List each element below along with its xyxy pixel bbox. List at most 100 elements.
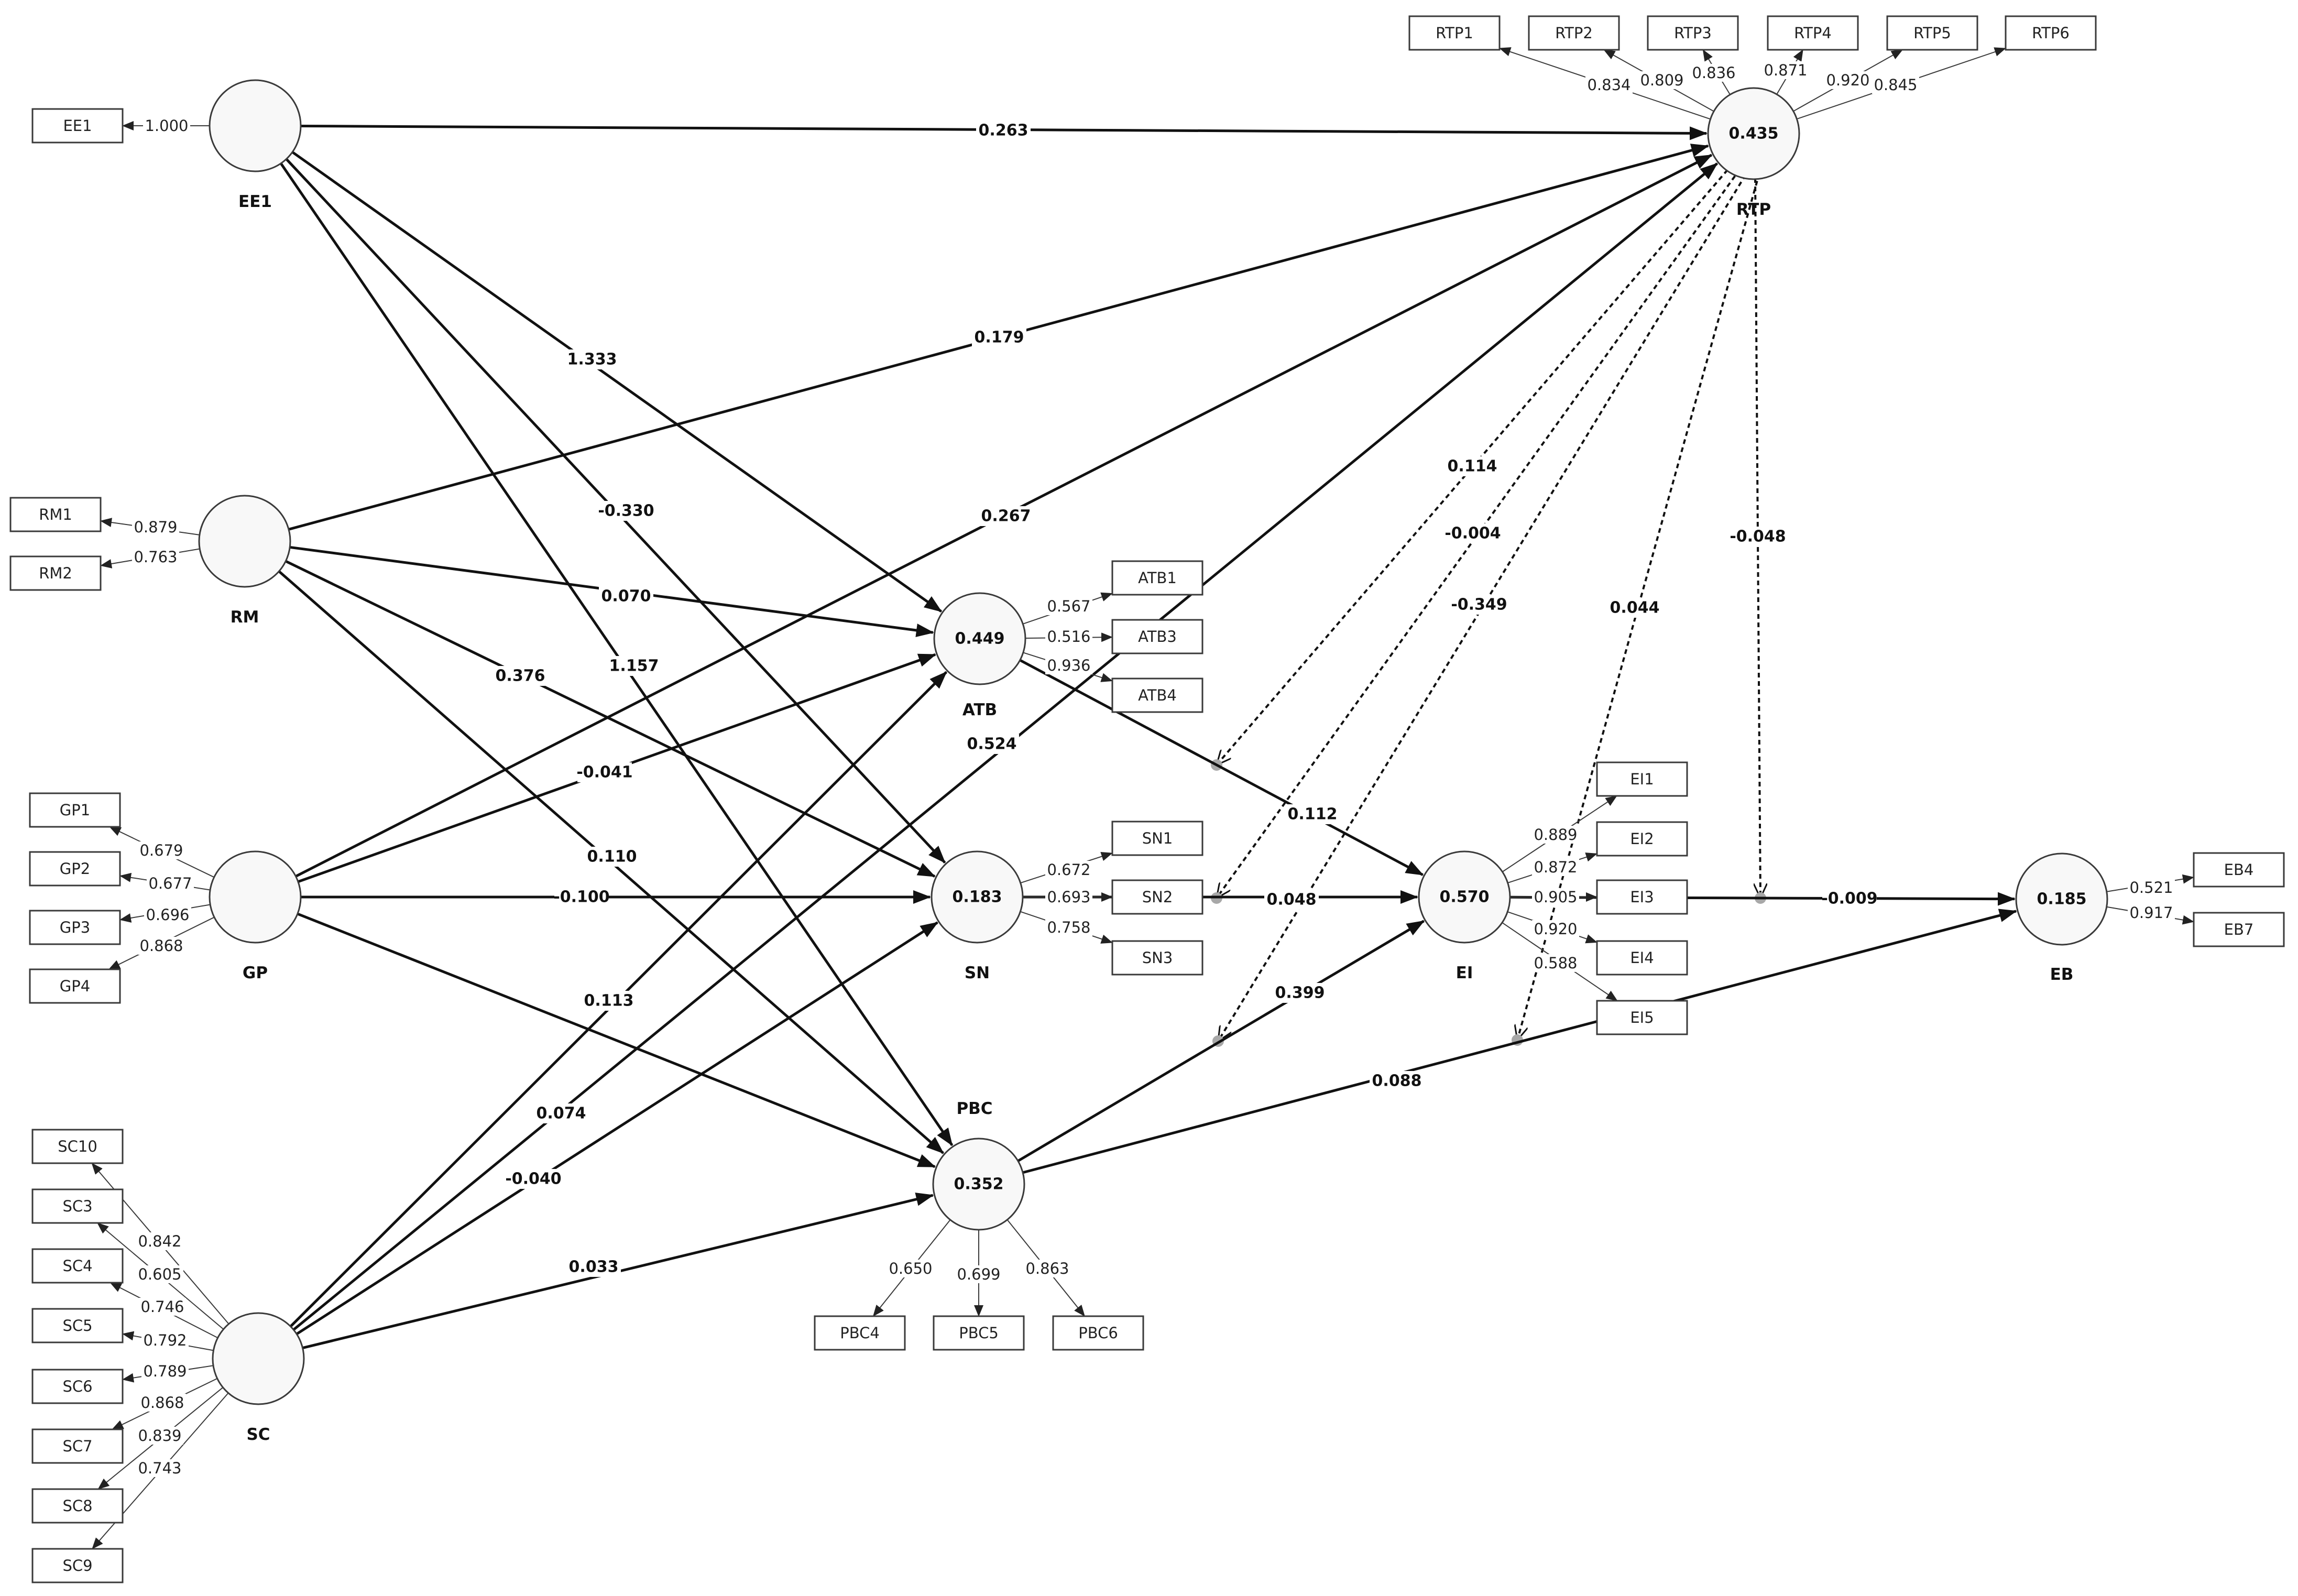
indicator-box-ei3[interactable] xyxy=(1596,879,1688,915)
indicator-eb4[interactable]: EB4 xyxy=(2193,852,2285,888)
indicator-box-sc7[interactable] xyxy=(31,1428,124,1464)
latent-gp[interactable]: GP xyxy=(209,850,302,982)
indicator-rtp2[interactable]: RTP2 xyxy=(1528,15,1620,51)
latent-circle-rtp[interactable] xyxy=(1707,87,1800,180)
indicator-box-gp1[interactable] xyxy=(29,792,121,828)
latent-circle-gp[interactable] xyxy=(209,850,302,944)
indicator-atb4[interactable]: ATB4 xyxy=(1111,677,1203,713)
indicator-box-sn1[interactable] xyxy=(1111,821,1203,856)
loading-value-ei4: 0.920 xyxy=(1532,920,1579,938)
indicator-ei5[interactable]: EI5 xyxy=(1596,1000,1688,1035)
indicator-rtp5[interactable]: RTP5 xyxy=(1886,15,1978,51)
latent-circle-atb[interactable] xyxy=(933,592,1026,685)
loading-value-sc5: 0.792 xyxy=(141,1331,189,1349)
indicator-sn3[interactable]: SN3 xyxy=(1111,940,1203,976)
indicator-box-eb4[interactable] xyxy=(2193,852,2285,888)
loading-value-sc4-bg xyxy=(139,1298,186,1316)
indicator-box-rm1[interactable] xyxy=(9,497,102,532)
indicator-box-ei5[interactable] xyxy=(1596,1000,1688,1035)
indicator-box-sc4[interactable] xyxy=(31,1248,124,1284)
indicator-box-sc9[interactable] xyxy=(31,1548,124,1583)
indicator-box-pbc5[interactable] xyxy=(933,1315,1025,1351)
indicator-atb3[interactable]: ATB3 xyxy=(1111,619,1203,654)
latent-circle-eb[interactable] xyxy=(2015,852,2108,946)
indicator-box-rtp5[interactable] xyxy=(1886,15,1978,51)
indicator-gp3[interactable]: GP3 xyxy=(29,910,121,945)
indicator-rtp6[interactable]: RTP6 xyxy=(2005,15,2097,51)
indicator-sc9[interactable]: SC9 xyxy=(31,1548,124,1583)
latent-circle-ei[interactable] xyxy=(1418,850,1511,944)
latent-circle-sc[interactable] xyxy=(212,1312,305,1405)
indicator-box-pbc4[interactable] xyxy=(814,1315,906,1351)
indicator-box-sc10[interactable] xyxy=(31,1129,124,1164)
indicator-box-gp4[interactable] xyxy=(29,968,121,1004)
indicator-rtp1[interactable]: RTP1 xyxy=(1408,15,1501,51)
indicator-pbc5[interactable]: PBC5 xyxy=(933,1315,1025,1351)
indicator-atb1[interactable]: ATB1 xyxy=(1111,560,1203,596)
indicator-box-pbc6[interactable] xyxy=(1052,1315,1144,1351)
indicator-ei2[interactable]: EI2 xyxy=(1596,821,1688,857)
indicator-sc7[interactable]: SC7 xyxy=(31,1428,124,1464)
indicator-sc8[interactable]: SC8 xyxy=(31,1488,124,1524)
latent-circle-ee1[interactable] xyxy=(209,79,302,172)
loading-value-sc6-bg xyxy=(141,1362,189,1380)
indicator-box-sn2[interactable] xyxy=(1111,879,1203,915)
latent-ee1[interactable]: EE1 xyxy=(209,79,302,211)
indicator-box-gp2[interactable] xyxy=(29,851,121,887)
loading-value-rtp1-bg xyxy=(1585,76,1633,94)
latent-rm[interactable]: RM xyxy=(198,495,291,627)
indicator-pbc4[interactable]: PBC4 xyxy=(814,1315,906,1351)
indicator-box-sc6[interactable] xyxy=(31,1369,124,1404)
indicator-box-atb3[interactable] xyxy=(1111,619,1203,654)
indicator-gp4[interactable]: GP4 xyxy=(29,968,121,1004)
indicator-rtp4[interactable]: RTP4 xyxy=(1767,15,1859,51)
indicator-box-rtp4[interactable] xyxy=(1767,15,1859,51)
indicator-sn1[interactable]: SN1 xyxy=(1111,821,1203,856)
indicator-rm2[interactable]: RM2 xyxy=(9,555,102,591)
latent-circle-pbc[interactable] xyxy=(932,1138,1025,1231)
latent-sc[interactable]: SC xyxy=(212,1312,305,1444)
indicator-ee1i[interactable]: EE1 xyxy=(31,108,124,144)
indicator-box-rtp1[interactable] xyxy=(1408,15,1501,51)
indicator-pbc6[interactable]: PBC6 xyxy=(1052,1315,1144,1351)
indicator-box-sc5[interactable] xyxy=(31,1308,124,1343)
indicator-box-eb7[interactable] xyxy=(2193,912,2285,947)
indicator-ei1[interactable]: EI1 xyxy=(1596,761,1688,797)
indicator-ei4[interactable]: EI4 xyxy=(1596,940,1688,976)
indicator-box-rtp3[interactable] xyxy=(1647,15,1739,51)
latent-circle-rm[interactable] xyxy=(198,495,291,588)
indicator-box-ei2[interactable] xyxy=(1596,821,1688,857)
indicator-box-rtp6[interactable] xyxy=(2005,15,2097,51)
indicator-box-ei4[interactable] xyxy=(1596,940,1688,976)
indicator-sc3[interactable]: SC3 xyxy=(31,1188,124,1224)
indicator-rtp3[interactable]: RTP3 xyxy=(1647,15,1739,51)
indicator-box-sn3[interactable] xyxy=(1111,940,1203,976)
indicator-box-sc3[interactable] xyxy=(31,1188,124,1224)
indicator-box-ee1i[interactable] xyxy=(31,108,124,144)
indicator-sc10[interactable]: SC10 xyxy=(31,1129,124,1164)
indicator-ei3[interactable]: EI3 xyxy=(1596,879,1688,915)
indicator-box-ei1[interactable] xyxy=(1596,761,1688,797)
indicator-box-gp3[interactable] xyxy=(29,910,121,945)
indicator-box-atb4[interactable] xyxy=(1111,677,1203,713)
indicator-box-rtp2[interactable] xyxy=(1528,15,1620,51)
indicator-sc5[interactable]: SC5 xyxy=(31,1308,124,1343)
indicator-rm1[interactable]: RM1 xyxy=(9,497,102,532)
indicator-box-rm2[interactable] xyxy=(9,555,102,591)
indicator-gp2[interactable]: GP2 xyxy=(29,851,121,887)
indicator-sn2[interactable]: SN2 xyxy=(1111,879,1203,915)
indicator-box-atb1[interactable] xyxy=(1111,560,1203,596)
latent-circle-sn[interactable] xyxy=(931,850,1024,944)
indicator-sc6[interactable]: SC6 xyxy=(31,1369,124,1404)
indicator-eb7[interactable]: EB7 xyxy=(2193,912,2285,947)
indicator-gp1[interactable]: GP1 xyxy=(29,792,121,828)
indicator-box-sc8[interactable] xyxy=(31,1488,124,1524)
loading-value-gp1: 0.679 xyxy=(138,841,185,859)
indicator-sc4[interactable]: SC4 xyxy=(31,1248,124,1284)
